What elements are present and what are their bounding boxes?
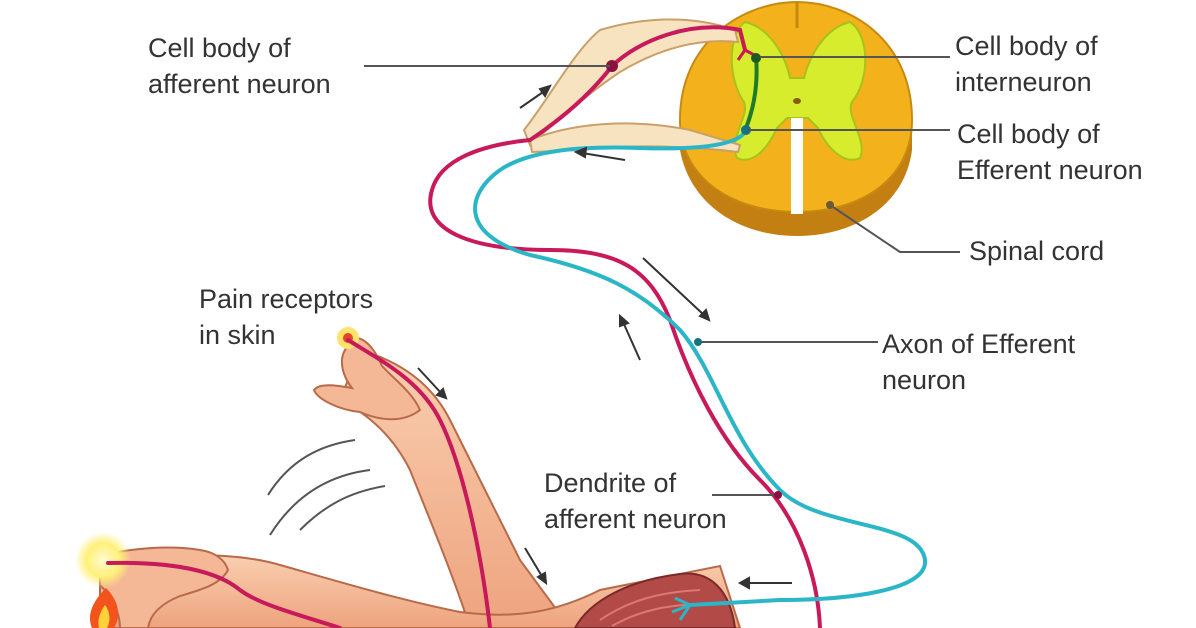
spinal-cord-ventral-fissure [791, 118, 803, 214]
direction-arrows [417, 84, 792, 590]
label-line: Dendrite of [544, 468, 677, 498]
efferent-cell-body [741, 125, 751, 135]
label-line: afferent neuron [148, 69, 331, 99]
label-line: in skin [199, 320, 276, 350]
dorsal-root [522, 18, 740, 147]
label-efferent-axon: Axon of Efferent neuron [882, 326, 1075, 398]
raised-hand [312, 336, 422, 421]
label-line: Cell body of [955, 31, 1098, 61]
marker-spinal-cord [826, 201, 834, 209]
lower-hand [99, 546, 230, 628]
motion-line-icon [299, 485, 386, 531]
direction-arrow-icon [642, 257, 711, 322]
label-line: Pain receptors [199, 284, 374, 314]
label-spinal-cord: Spinal cord [969, 233, 1104, 269]
direction-arrow-icon [524, 547, 548, 586]
label-line: neuron [882, 365, 967, 395]
marker-afferent-dendrite [774, 491, 782, 499]
label-line: Cell body of [957, 119, 1100, 149]
label-line: interneuron [955, 67, 1092, 97]
label-afferent-dendrite: Dendrite of afferent neuron [544, 465, 727, 537]
label-line: Spinal cord [969, 236, 1105, 266]
afferent-neuron-path [106, 25, 822, 628]
direction-arrow-icon [417, 367, 448, 400]
biceps-muscle [573, 572, 737, 628]
direction-arrow-icon [573, 146, 626, 161]
label-line: Efferent neuron [957, 155, 1143, 185]
motion-lines [267, 439, 386, 536]
spinal-cord-shadow [680, 120, 912, 236]
heat-glow [75, 532, 131, 588]
central-canal [793, 98, 801, 104]
direction-arrow-icon [737, 576, 792, 590]
label-line: afferent neuron [544, 504, 727, 534]
flame-core [98, 605, 110, 628]
interneuron-cell-body [751, 53, 761, 63]
direction-arrow-icon [519, 84, 552, 109]
label-afferent-cell-body: Cell body of afferent neuron [148, 30, 331, 102]
leader-spinal-cord [829, 204, 960, 253]
afferent-cell-body [606, 60, 618, 72]
label-interneuron-cell-body: Cell body of interneuron [955, 28, 1098, 100]
motion-line-icon [267, 439, 356, 496]
label-line: Axon of Efferent [882, 329, 1076, 359]
direction-arrow-icon [619, 313, 641, 361]
leader-lines [364, 56, 960, 496]
motion-line-icon [269, 469, 371, 536]
marker-efferent-axon [694, 338, 702, 346]
label-line: Cell body of [148, 33, 291, 63]
efferent-motor-endings [671, 596, 692, 621]
label-efferent-cell-body: Cell body of Efferent neuron [957, 116, 1143, 188]
label-pain-receptors: Pain receptors in skin [199, 281, 373, 353]
